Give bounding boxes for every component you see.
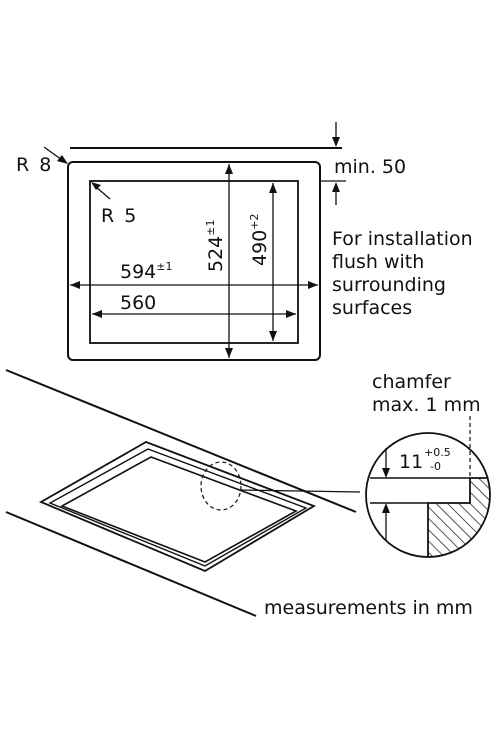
width-outer-arrow-left xyxy=(70,281,80,289)
width-inner-arrow-right xyxy=(286,310,296,318)
width-outer-label: 594±1 xyxy=(120,260,172,283)
width-inner-arrow-left xyxy=(92,310,102,318)
perspective-ledge xyxy=(48,448,308,567)
depth-inner-arrow-bottom xyxy=(269,331,277,341)
installation-note-line-2: flush with xyxy=(332,251,424,273)
step-depth-tol-minus: -0 xyxy=(430,460,441,473)
step-depth-tol-plus: +0.5 xyxy=(424,446,451,459)
min50-arrowhead-bottom xyxy=(332,182,340,192)
detail-leader-line xyxy=(239,489,361,493)
perspective-outer-cutout xyxy=(38,441,317,573)
min50-arrowhead-top xyxy=(332,137,340,147)
perspective-view xyxy=(5,369,361,617)
r8-arrow-line xyxy=(43,146,63,161)
min-gap-label: min. 50 xyxy=(334,156,406,178)
chamfer-label-line-2: max. 1 mm xyxy=(372,394,481,416)
detail-marker-circle xyxy=(200,461,242,511)
width-outer-arrow-right xyxy=(308,281,318,289)
perspective-inner-recess xyxy=(60,456,298,563)
width-inner-label: 560 xyxy=(120,292,156,314)
depth-outer-label: 524±1 xyxy=(204,220,227,272)
units-note: measurements in mm xyxy=(264,597,473,619)
inner-recess xyxy=(89,180,299,344)
step-depth-value: 11 xyxy=(399,451,423,473)
worktop-back-edge xyxy=(5,369,357,513)
depth-outer-arrow-bottom xyxy=(225,348,233,358)
step-arrowhead-bottom xyxy=(382,503,390,513)
step-arrowhead-top xyxy=(382,468,390,478)
depth-inner-label: 490+2 xyxy=(248,214,271,266)
depth-inner-arrow-top xyxy=(269,183,277,193)
detail-view: 11 +0.5 -0 chamfer max. 1 mm xyxy=(365,371,491,558)
r8-arrow-head xyxy=(57,155,68,164)
installation-note-line-3: surrounding xyxy=(332,274,446,296)
r5-label: R 5 xyxy=(101,205,136,227)
installation-note-line-1: For installation xyxy=(332,228,473,250)
worktop-front-edge xyxy=(5,511,257,617)
depth-outer-arrow-top xyxy=(225,164,233,174)
chamfer-label-line-1: chamfer xyxy=(372,371,451,393)
r5-arrow-head xyxy=(91,182,101,190)
detail-circle xyxy=(365,432,491,558)
r8-label: R 8 xyxy=(16,154,51,176)
installation-note-line-4: surfaces xyxy=(332,297,412,319)
top-view: R 8 R 5 min. 50 594±1 560 xyxy=(16,122,473,361)
outer-cutout xyxy=(67,161,321,361)
